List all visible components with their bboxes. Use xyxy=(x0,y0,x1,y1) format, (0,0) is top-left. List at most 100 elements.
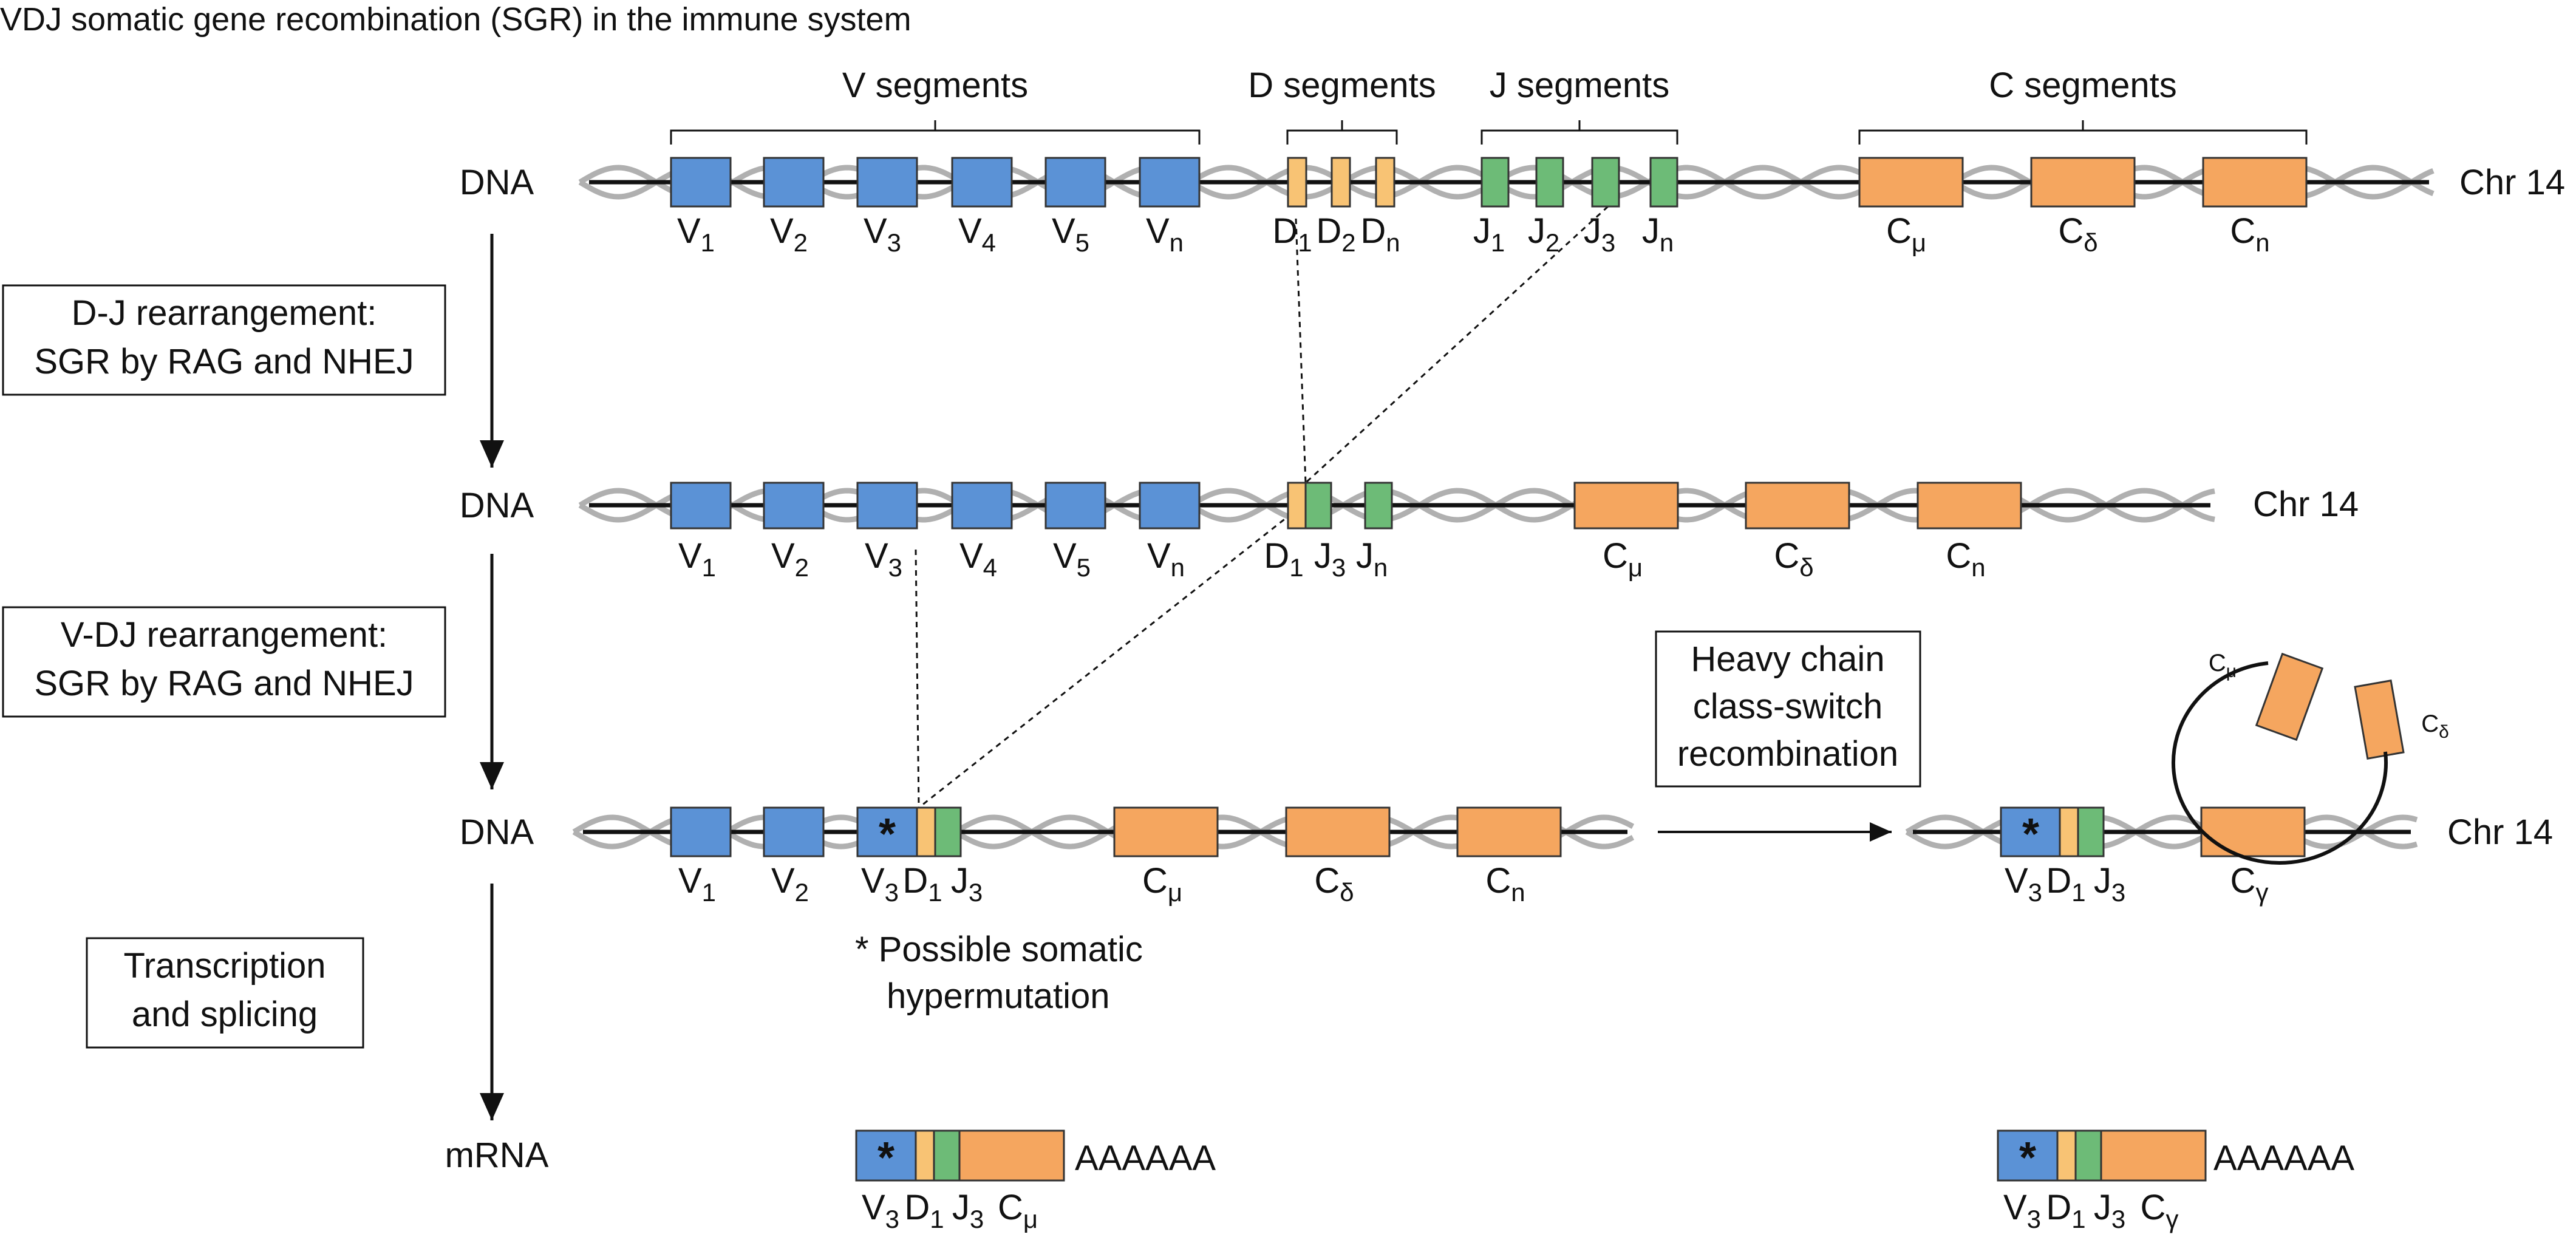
segment-box xyxy=(2255,652,2324,741)
polya-tail-right: AAAAAA xyxy=(2213,1139,2354,1178)
segment-box xyxy=(670,806,732,857)
segment-c-row2-11 xyxy=(1917,482,2022,530)
segment-label: Cδ xyxy=(1774,536,1813,582)
v-segments-header: V segments xyxy=(842,66,1028,105)
segment-c-excised_loop-1 xyxy=(2354,679,2405,760)
segment-j-row2-8 xyxy=(1364,482,1393,530)
segment-box xyxy=(856,482,918,530)
segment-v-row3-2: * xyxy=(856,806,918,859)
segment-label: Cμ xyxy=(1142,861,1182,907)
segment-label: Cδ xyxy=(2421,710,2449,742)
segment-box xyxy=(2030,157,2136,208)
segment-j-row1-12 xyxy=(1649,157,1678,208)
class-switch-line-2: class-switch xyxy=(1693,687,1883,726)
dj-step-line-2: SGR by RAG and NHEJ xyxy=(34,342,414,381)
segment-label: J3 xyxy=(951,861,983,907)
segment-box xyxy=(934,806,962,857)
hypermutation-star: * xyxy=(2019,1134,2036,1182)
segment-label: V1 xyxy=(678,861,716,907)
segment-d-mrna_right-1 xyxy=(2056,1129,2077,1182)
segment-label: V3 xyxy=(862,1188,899,1233)
segment-label: Vn xyxy=(1147,536,1185,582)
segment-v-row1-2 xyxy=(856,157,918,208)
segment-box xyxy=(856,157,918,208)
segment-label: D1 xyxy=(2046,1188,2085,1233)
segment-label: D1 xyxy=(1272,211,1312,257)
hypermutation-star: * xyxy=(877,1134,894,1182)
d1-connector xyxy=(1295,218,1307,483)
segment-c-mrna_right-3 xyxy=(2100,1129,2207,1182)
segment-j-row1-9 xyxy=(1481,157,1510,208)
vdj-step-box-frame xyxy=(2,606,446,718)
vdj-step-line-2: SGR by RAG and NHEJ xyxy=(34,664,414,703)
segment-box xyxy=(958,1129,1065,1182)
j3-connector xyxy=(1304,205,1609,484)
segment-box xyxy=(1044,482,1106,530)
segment-box xyxy=(2059,806,2079,857)
segment-c-row3-5 xyxy=(1113,806,1219,857)
segment-c-row1-13 xyxy=(1858,157,1964,208)
segment-label: D1 xyxy=(2046,861,2085,907)
dj-connector xyxy=(918,512,1293,809)
segment-v-row1-0 xyxy=(670,157,732,208)
segment-v-row1-3 xyxy=(951,157,1013,208)
segment-box xyxy=(916,806,936,857)
segment-group-brackets xyxy=(670,120,2308,145)
vdj-step-box: V-DJ rearrangement: SGR by RAG and NHEJ xyxy=(2,606,446,718)
segment-box xyxy=(1573,482,1679,530)
c-segments-header: C segments xyxy=(1989,66,2176,105)
segment-box xyxy=(1285,806,1391,857)
segment-box xyxy=(2077,806,2105,857)
vdj-step-line-1: V-DJ rearrangement: xyxy=(61,615,387,655)
j-segments-header: J segments xyxy=(1490,66,1670,105)
segment-box xyxy=(2000,806,2062,857)
transcription-step-box-frame xyxy=(86,937,364,1049)
j-segments-bracket xyxy=(1481,120,1678,145)
dna-helix-row3-switched-strand-2 xyxy=(1905,814,2418,850)
dj-step-line-1: D-J rearrangement: xyxy=(72,293,377,333)
polya-tail-left: AAAAAA xyxy=(1075,1139,1216,1178)
segment-label: J3 xyxy=(2094,1188,2125,1233)
transcription-step-line-1: Transcription xyxy=(123,946,325,986)
segment-box xyxy=(670,482,732,530)
segment-box xyxy=(1456,806,1562,857)
segment-v-row3_switched-0: * xyxy=(2000,806,2062,859)
segment-v-row3-1 xyxy=(763,806,825,857)
segment-label: Vn xyxy=(1146,211,1184,257)
segment-box xyxy=(1745,482,1850,530)
segment-box xyxy=(1364,482,1393,530)
segment-box xyxy=(915,1129,935,1182)
segment-c-excised_loop-0 xyxy=(2255,652,2324,741)
segment-d-row1-8 xyxy=(1375,157,1395,208)
segment-box xyxy=(2056,1129,2077,1182)
segment-box xyxy=(1917,482,2022,530)
segment-c-row2-10 xyxy=(1745,482,1850,530)
segment-label: J3 xyxy=(1584,211,1615,257)
segment-box xyxy=(951,482,1013,530)
segment-v-row1-1 xyxy=(763,157,825,208)
segment-label: D1 xyxy=(1264,536,1303,582)
segment-j-row3_switched-2 xyxy=(2077,806,2105,857)
segment-label: Cμ xyxy=(1603,536,1643,582)
hypermutation-star: * xyxy=(2022,810,2039,859)
segment-label: Cn xyxy=(1485,861,1525,907)
segment-box xyxy=(1113,806,1219,857)
segment-box xyxy=(1858,157,1964,208)
segment-label: V3 xyxy=(865,536,902,582)
dna-helix-row3-strand-1 xyxy=(572,814,1635,850)
segment-box xyxy=(670,157,732,208)
dna-label-row3: DNA xyxy=(460,812,534,852)
dna-label-row1: DNA xyxy=(460,163,534,202)
segment-label: J3 xyxy=(2094,861,2125,907)
segment-label: Cn xyxy=(2230,211,2269,257)
segment-box xyxy=(763,482,825,530)
segment-label: V3 xyxy=(2005,861,2042,907)
segment-label: J2 xyxy=(1528,211,1559,257)
segment-box xyxy=(1304,482,1332,530)
segment-box xyxy=(1375,157,1395,208)
segment-label: Jn xyxy=(1642,211,1674,257)
segment-label: Jn xyxy=(1356,536,1388,582)
v3-connector xyxy=(915,549,920,808)
dna-helix-row3-strand-2 xyxy=(572,814,1635,850)
